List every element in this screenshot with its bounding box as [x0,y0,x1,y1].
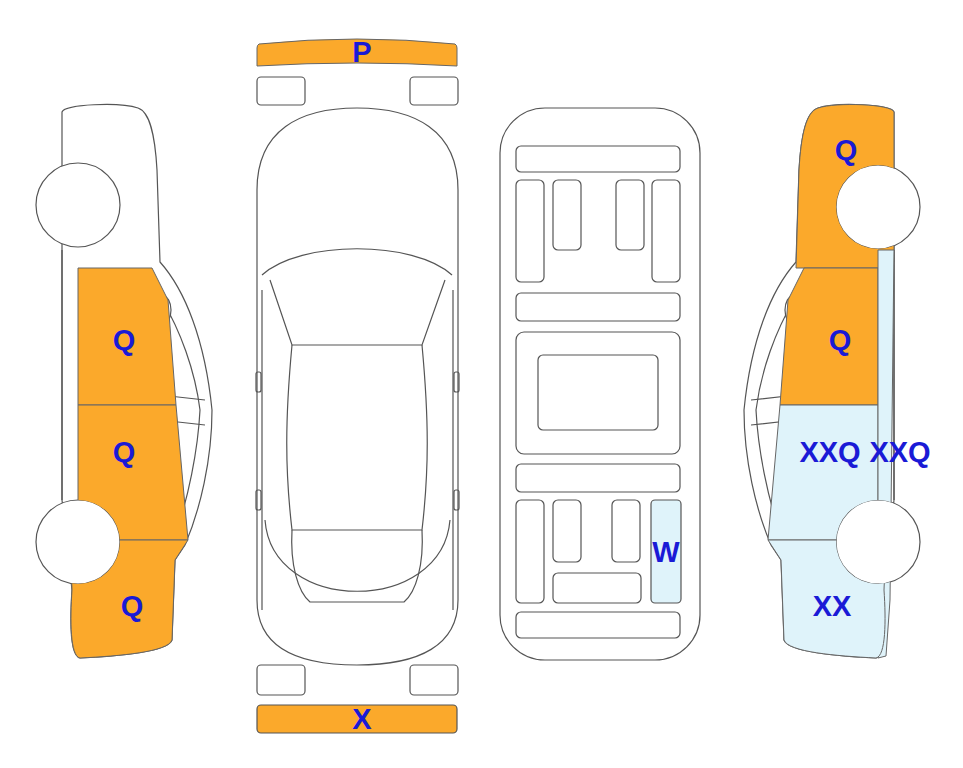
damage-code: XX [813,592,852,621]
panel-group [70,540,188,658]
panel-fill [70,540,188,658]
panel-group [796,105,894,268]
underside-view [500,108,700,660]
body-panel: Q [76,403,190,542]
damage-code: W [652,538,679,567]
panel-fill [257,705,457,733]
panel-shape [796,102,894,270]
panel-fill [780,268,878,405]
panel-shape [768,403,880,542]
panel-group [78,405,188,540]
wheels [36,163,920,584]
bumper-panel: P [257,34,457,72]
panel-fill [78,405,188,540]
panel-fill [796,105,894,268]
damage-code: P [352,38,371,67]
body-panel: Q [68,538,190,660]
underbody-panel: W [651,500,681,603]
body-panel: XX [766,538,890,660]
panel-fill [78,268,176,405]
right-side-view [744,105,894,658]
damage-code: Q [113,326,136,355]
bumper-panel: X [257,705,457,733]
panel-group [78,268,176,405]
damage-code: XXQ [799,438,860,467]
panel-fill [768,540,886,658]
panel-shape [76,403,190,542]
panel-fill [768,405,878,540]
panel-group [780,268,878,405]
damage-code: Q [121,592,144,621]
body-panel: Q [76,266,178,407]
panel-fill [651,500,681,603]
damage-code: X [352,705,371,734]
panel-group [768,405,878,540]
damage-code: Q [835,136,858,165]
damage-code: XXQ [869,438,930,467]
body-panel: XXQ [768,403,880,542]
top-view [256,77,459,695]
body-panel: Q [796,102,894,270]
damage-code: Q [113,438,136,467]
body-panel: Q [780,266,880,407]
damage-code: Q [829,326,852,355]
panel-group [768,540,886,658]
